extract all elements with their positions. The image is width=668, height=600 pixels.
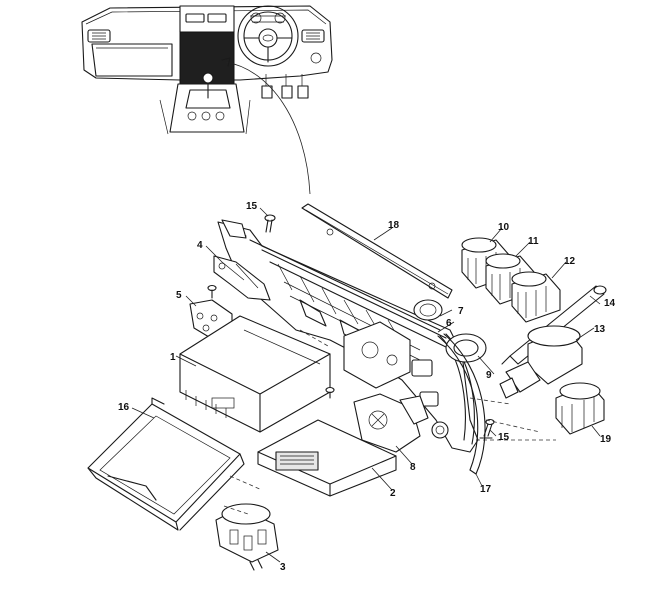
callout-8: 8 xyxy=(410,462,416,473)
part-18-trim-strip xyxy=(301,203,453,299)
callout-10: 10 xyxy=(498,222,510,233)
callout-16: 16 xyxy=(118,402,130,413)
part-17-curved-trim xyxy=(437,333,486,475)
part-4-bracket xyxy=(213,255,271,301)
part-1-display-unit xyxy=(179,315,331,433)
part-12-knob xyxy=(511,271,561,323)
callout-12: 12 xyxy=(564,256,576,267)
callout-6: 6 xyxy=(446,318,452,329)
part-9-ring xyxy=(445,333,487,363)
part-8-rotary-switch xyxy=(353,393,429,453)
callout-11: 11 xyxy=(528,236,539,247)
callout-1: 1 xyxy=(170,352,176,363)
callout-14: 14 xyxy=(604,298,616,309)
callout-15-right: 15 xyxy=(498,432,510,443)
part-19-knob xyxy=(555,382,605,435)
pointer-arrow xyxy=(225,61,311,195)
callout-19: 19 xyxy=(600,434,612,445)
screw-small xyxy=(207,284,217,299)
callout-3: 3 xyxy=(280,562,286,573)
callout-9: 9 xyxy=(486,370,492,381)
dashboard-inset-view xyxy=(81,5,333,135)
callout-17: 17 xyxy=(480,484,492,495)
screw-under-frame xyxy=(325,386,335,399)
callout-4: 4 xyxy=(197,240,203,251)
callout-5: 5 xyxy=(176,290,182,301)
part-15-screw-right xyxy=(479,418,495,439)
callout-2: 2 xyxy=(390,488,396,499)
callout-labels: 1 2 3 4 5 6 7 8 9 10 11 12 13 14 15 15 1… xyxy=(118,201,616,573)
callout-13: 13 xyxy=(594,324,606,335)
part-13-actuator xyxy=(499,325,583,399)
callout-15-top: 15 xyxy=(246,201,258,212)
part-15-screw-top xyxy=(264,214,276,233)
callout-7: 7 xyxy=(458,306,464,317)
part-7-knob-ring xyxy=(413,299,443,321)
callout-18: 18 xyxy=(388,220,400,231)
part-6-rotary-switch xyxy=(343,321,411,389)
part-16-tray xyxy=(87,397,245,531)
part-2-control-module xyxy=(257,419,397,497)
leader-lines xyxy=(131,207,601,563)
